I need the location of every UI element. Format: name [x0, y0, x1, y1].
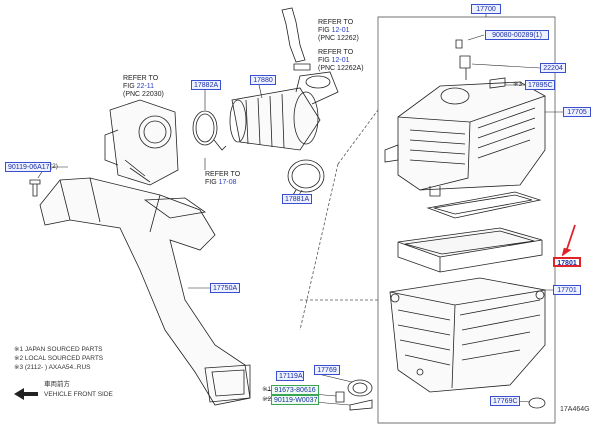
part-17769c[interactable]: 17769C [490, 396, 520, 406]
mark-ref-2: ※2 [262, 396, 272, 403]
pnc-text: (PNC 12262A) [318, 65, 364, 72]
sensor-drawing [455, 39, 506, 89]
part-17119a[interactable]: 17119A [276, 371, 304, 381]
refer-text: REFER TO [318, 49, 354, 56]
part-90080-00289[interactable]: 90080-00289(1) [485, 30, 549, 40]
small-parts-drawing [335, 379, 546, 411]
refer-text: REFER TO [123, 75, 159, 82]
refer-text: REFER TO [318, 19, 354, 26]
part-17769[interactable]: 17769 [314, 365, 340, 375]
vehicle-front-jp: 車両前方 [44, 381, 70, 388]
part-17895c[interactable]: 17895C [525, 80, 555, 90]
refer-text: REFER TO [205, 171, 241, 178]
gasket-drawing [426, 191, 542, 219]
part-17801[interactable]: 17801 [553, 257, 581, 267]
pnc-text: (PNC 12262) [318, 35, 359, 42]
intake-hose-drawing [229, 71, 339, 151]
fig-prefix: FIG [205, 179, 219, 186]
part-91673-80616[interactable]: 91673-80616 [271, 385, 319, 395]
fig-prefix: FIG [318, 27, 332, 34]
legend-local-sourced: ※2 LOCAL SOURCED PARTS [14, 355, 104, 362]
part-17701[interactable]: 17701 [553, 285, 581, 295]
part-17705[interactable]: 17705 [563, 107, 591, 117]
legend-model-range: ※3 (2112- ) AXAA54..RUS [14, 364, 91, 371]
filter-element-drawing [397, 227, 543, 273]
pnc-text: (PNC 22030) [123, 91, 164, 98]
refer-label-1: REFER TO FIG 22-11 (PNC 22030) [123, 75, 164, 99]
part-17881a[interactable]: 17881A [282, 194, 312, 204]
fig-link[interactable]: 12-01 [331, 57, 350, 64]
refer-label-4: REFER TO FIG 17-08 [205, 171, 240, 187]
fig-link[interactable]: 12-01 [331, 27, 350, 34]
fig-prefix: FIG [123, 83, 137, 90]
fig-link[interactable]: 17-08 [218, 179, 237, 186]
upper-case-drawing [384, 81, 546, 197]
dashed-leaders [299, 109, 379, 331]
part-17882a[interactable]: 17882A [191, 80, 221, 90]
fig-prefix: FIG [318, 57, 332, 64]
highlight-arrow [561, 224, 576, 257]
mark-ref-3: ※3 [513, 81, 523, 88]
part-17750a[interactable]: 17750A [210, 283, 240, 293]
intake-duct-drawing [39, 177, 251, 406]
refer-label-3: REFER TO FIG 12-01 (PNC 12262A) [318, 49, 364, 73]
part-17700[interactable]: 17700 [471, 4, 501, 14]
part-17880[interactable]: 17880 [250, 75, 276, 85]
breather-hose-drawing [281, 7, 311, 71]
mark-ref-1: ※1 [262, 386, 272, 393]
clamp-2-drawing [287, 159, 325, 203]
vehicle-front-en: VEHICLE FRONT SIDE [44, 391, 113, 398]
throttle-body-drawing [104, 99, 179, 186]
vehicle-front-arrow-icon [14, 388, 38, 400]
lower-case-drawing [389, 277, 546, 393]
assembly-bracket [377, 16, 556, 424]
part-90119-w0037[interactable]: 90119-W0037 [271, 395, 319, 405]
clamp-drawing [192, 110, 227, 151]
refer-label-2: REFER TO FIG 12-01 (PNC 12262) [318, 19, 359, 43]
legend-japan-sourced: ※1 JAPAN SOURCED PARTS [14, 346, 103, 353]
part-90119-06a17[interactable]: 90119-06A17 [5, 162, 51, 172]
qty-text: (2) [50, 163, 58, 170]
illustration-code: 17A464G [560, 406, 590, 413]
fig-link[interactable]: 22-11 [136, 83, 155, 90]
bolt-drawing [29, 179, 41, 197]
part-22204[interactable]: 22204 [540, 63, 566, 73]
